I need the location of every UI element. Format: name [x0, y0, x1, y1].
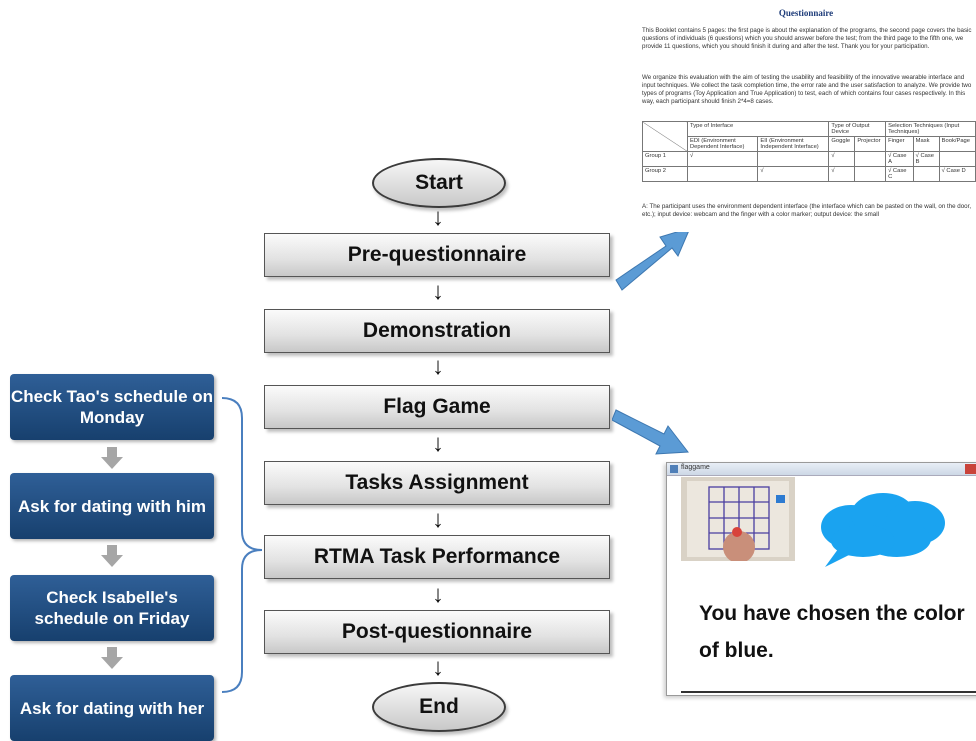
- blue-cloud-shape: [821, 493, 945, 567]
- table-cell: √: [686, 151, 759, 167]
- step-rtma-task-performance: RTMA Task Performance: [264, 535, 610, 579]
- table-header-cell: Mask: [912, 136, 940, 152]
- table-row: Group 2 √ √ √ Case C √ Case D: [642, 166, 976, 182]
- step-flag-game: Flag Game: [264, 385, 610, 429]
- table-row: Group 1 √ √ √ Case A √ Case B: [642, 151, 976, 167]
- arrow-down-icon: [101, 545, 123, 567]
- table-cell: [912, 166, 940, 182]
- app-icon: [670, 465, 678, 473]
- arrow-down-icon: ↓: [432, 581, 444, 608]
- table-cell: [854, 151, 887, 167]
- table-cell: √ Case C: [885, 166, 914, 182]
- arrow-down-icon: ↓: [432, 430, 444, 457]
- arrow-down-icon: [101, 647, 123, 669]
- arrow-down-icon: [101, 447, 123, 469]
- table-cell: [757, 151, 830, 167]
- arrow-down-icon: ↓: [432, 278, 444, 305]
- pointer-arrow-icon: [612, 409, 689, 455]
- pointer-arrow-icon: [615, 227, 691, 291]
- flag-game-window: flaggame You have chosen the color of: [666, 462, 976, 696]
- questionnaire-title: Questionnaire: [778, 8, 834, 18]
- table-header-cell: Book/Page: [938, 136, 976, 152]
- end-node: End: [372, 682, 506, 732]
- table-header-cell: Goggle: [828, 136, 856, 152]
- task-ask-him: Ask for dating with him: [10, 473, 214, 539]
- table-cell: [938, 151, 976, 167]
- table-header-cell: Projector: [854, 136, 887, 152]
- table-cell: [686, 166, 759, 182]
- table-header-cell: Type of Interface: [686, 121, 830, 137]
- arrow-down-icon: ↓: [432, 204, 444, 231]
- webcam-view: [681, 477, 795, 563]
- arrow-down-icon: ↓: [432, 506, 444, 533]
- table-cell: √ Case D: [938, 166, 976, 182]
- curly-bracket: [221, 397, 263, 693]
- divider: [681, 691, 976, 693]
- questionnaire-paragraph: We organize this evaluation with the aim…: [642, 74, 972, 105]
- table-cell: Group 1: [642, 151, 688, 167]
- table-cell: Group 2: [642, 166, 688, 182]
- questionnaire-footnote: A: The participant uses the environment …: [642, 203, 972, 218]
- questionnaire-document: Questionnaire This Booklet contains 5 pa…: [636, 0, 976, 232]
- window-title: flaggame: [681, 464, 710, 471]
- table-header-cell: Finger: [885, 136, 914, 152]
- table-diagonal-cell: [642, 121, 688, 152]
- step-demonstration: Demonstration: [264, 309, 610, 353]
- chosen-color-message: You have chosen the color of blue.: [699, 602, 965, 662]
- table-cell: √ Case A: [885, 151, 914, 167]
- arrow-down-icon: ↓: [432, 654, 444, 681]
- task-check-isabelle: Check Isabelle's schedule on Friday: [10, 575, 214, 641]
- questionnaire-table: Type of Interface Type of Output Device …: [642, 121, 976, 182]
- close-icon[interactable]: [965, 464, 976, 474]
- table-header-cell: EDI (Environment Dependent Interface): [686, 136, 759, 152]
- step-post-questionnaire: Post-questionnaire: [264, 610, 610, 654]
- step-pre-questionnaire: Pre-questionnaire: [264, 233, 610, 277]
- color-grid-image: [681, 477, 795, 563]
- table-header-cell: Selection Techniques (Input Techniques): [885, 121, 976, 137]
- table-header-cell: Type of Output Device: [828, 121, 887, 137]
- window-titlebar: flaggame: [667, 463, 976, 476]
- step-tasks-assignment: Tasks Assignment: [264, 461, 610, 505]
- table-cell: √: [828, 151, 856, 167]
- table-cell: √: [757, 166, 830, 182]
- task-check-tao: Check Tao's schedule on Monday: [10, 374, 214, 440]
- table-cell: [854, 166, 887, 182]
- table-cell: √ Case B: [912, 151, 940, 167]
- table-cell: √: [828, 166, 856, 182]
- start-node: Start: [372, 158, 506, 208]
- table-header-cell: EII (Environment Independent Interface): [757, 136, 830, 152]
- questionnaire-paragraph: This Booklet contains 5 pages: the first…: [642, 27, 972, 50]
- task-ask-her: Ask for dating with her: [10, 675, 214, 741]
- arrow-down-icon: ↓: [432, 353, 444, 380]
